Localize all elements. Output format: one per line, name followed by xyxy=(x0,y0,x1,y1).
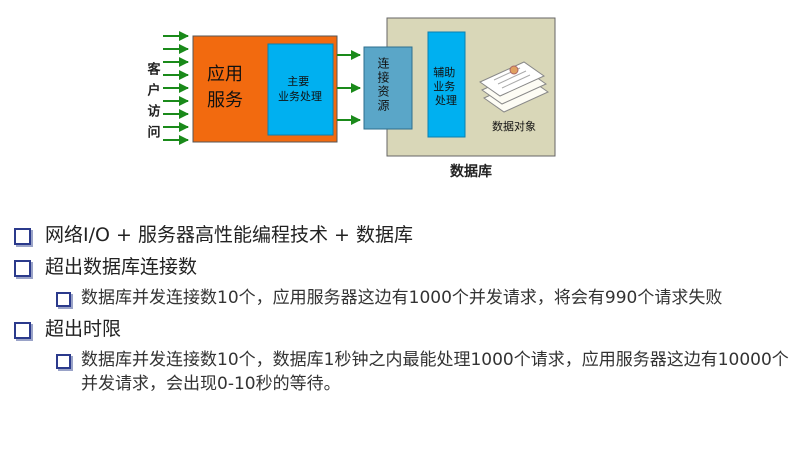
connection-resource-label: 连接资源 xyxy=(376,56,390,113)
app-server-label: 应用 服务 xyxy=(207,64,249,111)
checkbox-bullet-icon xyxy=(14,322,31,339)
database-label: 数据库 xyxy=(450,163,492,180)
checkbox-bullet-icon xyxy=(14,228,31,245)
aux-processing-label: 辅助 业务 处理 xyxy=(433,65,459,107)
sub-bullet-text: 数据库并发连接数10个，数据库1秒钟之内最能处理1000个请求，应用服务器这边有… xyxy=(81,350,789,394)
sub-bullet-text: 数据库并发连接数10个，应用服务器这边有1000个并发请求，将会有990个请求失… xyxy=(81,288,723,308)
aux-processing-box xyxy=(427,31,466,138)
document-stack-icon xyxy=(478,61,550,113)
checkbox-bullet-icon xyxy=(56,292,71,307)
bullet-text: 网络I/O + 服务器高性能编程技术 + 数据库 xyxy=(45,224,413,246)
connection-resource-box xyxy=(363,46,413,130)
incoming-request-arrows xyxy=(163,31,189,145)
sub-bullet-item: 数据库并发连接数10个，数据库1秒钟之内最能处理1000个请求，应用服务器这边有… xyxy=(56,348,794,396)
client-access-label: 客户访问 xyxy=(145,61,161,146)
main-processing-box xyxy=(267,43,334,136)
data-objects-label: 数据对象 xyxy=(492,119,536,133)
bullet-item: 超出数据库连接数 xyxy=(14,254,794,280)
bullet-list: 网络I/O + 服务器高性能编程技术 + 数据库 超出数据库连接数 数据库并发连… xyxy=(14,222,794,402)
bullet-text: 超出时限 xyxy=(45,318,122,340)
sub-bullet-item: 数据库并发连接数10个，应用服务器这边有1000个并发请求，将会有990个请求失… xyxy=(56,286,794,310)
bullet-text: 超出数据库连接数 xyxy=(45,256,198,278)
bullet-item: 超出时限 xyxy=(14,316,794,342)
bullet-item: 网络I/O + 服务器高性能编程技术 + 数据库 xyxy=(14,222,794,248)
checkbox-bullet-icon xyxy=(14,260,31,277)
checkbox-bullet-icon xyxy=(56,354,71,369)
connection-arrows xyxy=(337,50,361,125)
architecture-diagram: 客户访问 应用 服务 主要 业务处理 数据库 连接资源 辅助 业务 处理 xyxy=(145,17,556,180)
main-processing-label: 主要 业务处理 xyxy=(278,75,322,103)
